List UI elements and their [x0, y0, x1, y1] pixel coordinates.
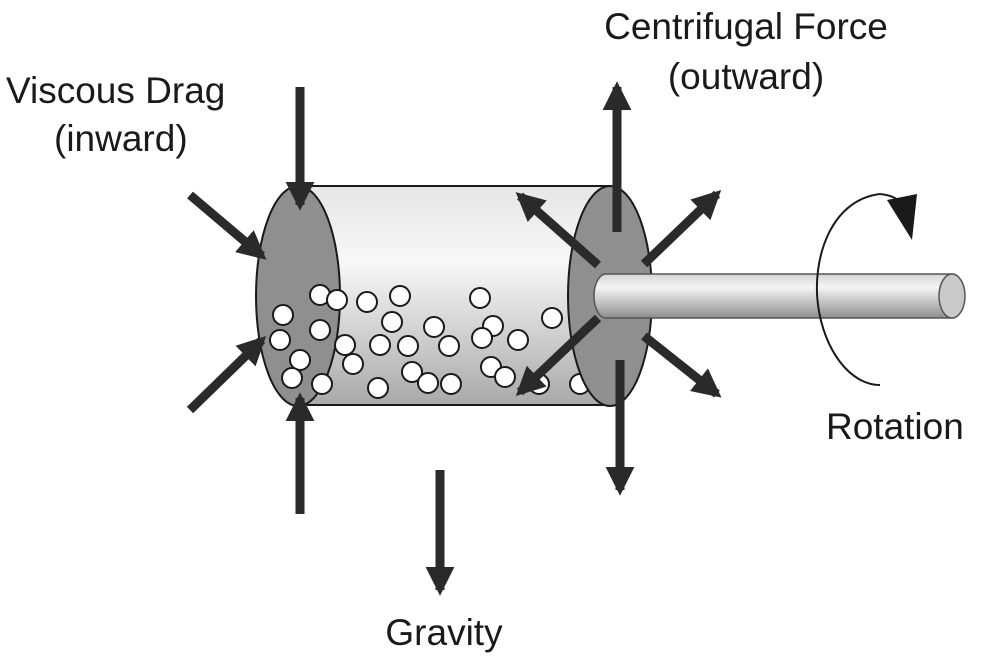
gravity-label: Gravity — [385, 612, 503, 653]
centrifugal-arrow-upper-left — [515, 192, 601, 269]
particle — [342, 353, 364, 375]
particle — [272, 304, 294, 326]
particle — [381, 311, 403, 333]
particle — [334, 334, 356, 356]
viscous-drag-label: Viscous Drag — [6, 70, 226, 111]
particle — [281, 367, 303, 389]
centrifugal-arrow-lower-left — [515, 314, 602, 396]
particle — [438, 335, 460, 357]
arrow-outward-icon — [515, 81, 722, 496]
viscous-drag-sublabel: (inward) — [54, 118, 188, 159]
particle — [401, 361, 423, 383]
particle — [369, 334, 391, 356]
drag-arrow-lower-left — [186, 335, 267, 414]
particle — [417, 372, 439, 394]
particle — [469, 287, 491, 309]
centrifugal-arrow-upper-right — [640, 190, 722, 268]
rotation-label: Rotation — [826, 406, 964, 447]
particle — [269, 329, 291, 351]
particle — [440, 373, 462, 395]
particle — [389, 285, 411, 307]
particle — [311, 373, 333, 395]
rotation-arrow-icon — [815, 193, 917, 386]
rotation-shaft — [593, 273, 966, 319]
particle — [471, 327, 493, 349]
particle — [397, 335, 419, 357]
particle — [356, 291, 378, 313]
particle — [326, 289, 348, 311]
centrifugal-force-sublabel: (outward) — [667, 56, 825, 97]
centrifugal-arrow-lower-right — [641, 332, 722, 398]
centrifugal-force-label: Centrifugal Force — [604, 6, 888, 47]
particle — [423, 316, 445, 338]
particle — [289, 349, 311, 371]
particle — [541, 307, 563, 329]
particle — [309, 319, 331, 341]
particle — [367, 377, 389, 399]
arrow-inward-icon — [186, 87, 315, 514]
particle — [507, 329, 529, 351]
drag-arrow-upper-left — [187, 191, 267, 260]
particle — [494, 366, 516, 388]
